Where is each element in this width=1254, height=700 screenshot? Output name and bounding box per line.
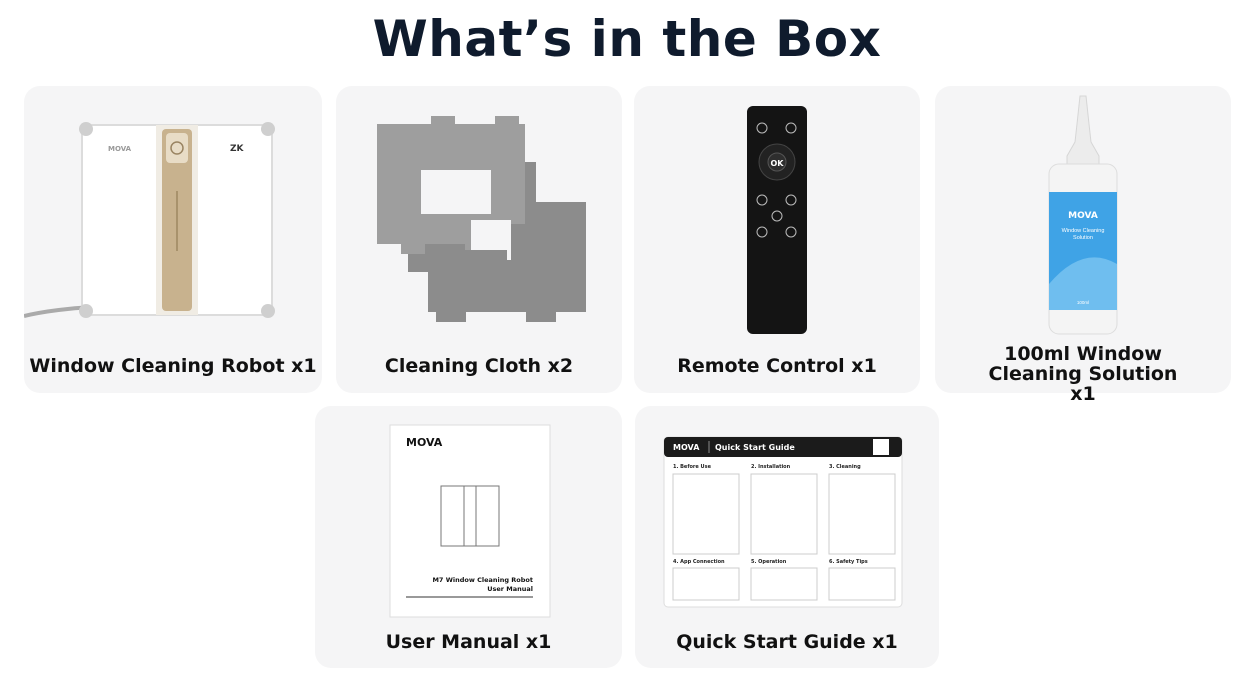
guide-section-3: 3. Cleaning xyxy=(829,464,861,470)
item-label-remote: Remote Control x1 xyxy=(677,355,877,377)
bottle-volume-text: 100ml xyxy=(1077,300,1089,305)
robot-brand-text: MOVA xyxy=(108,145,132,153)
item-card-solution: MOVA Window Cleaning Solution 100ml 100m… xyxy=(935,86,1231,404)
cleaning-solution-bottle-icon: MOVA Window Cleaning Solution 100ml xyxy=(1048,95,1118,335)
remote-ok-text: OK xyxy=(771,159,785,168)
item-label-cloth: Cleaning Cloth x2 xyxy=(384,355,574,377)
guide-section-2: 2. Installation xyxy=(751,464,791,470)
guide-section-4: 4. App Connection xyxy=(673,559,725,565)
window-cleaning-robot-icon: MOVA ZK xyxy=(24,122,275,318)
item-card-cloth: Cleaning Cloth x2 xyxy=(336,86,622,393)
guide-section-1: 1. Before Use xyxy=(673,464,712,470)
page-title: What’s in the Box xyxy=(372,10,882,68)
guide-brand-text: MOVA xyxy=(673,443,700,452)
guide-header-text: Quick Start Guide xyxy=(715,443,795,452)
quick-start-guide-icon: MOVA Quick Start Guide 1. Before Use 2. … xyxy=(663,436,903,608)
remote-control-icon: OK xyxy=(747,106,807,334)
manual-title-line2: User Manual xyxy=(487,585,533,593)
cleaning-cloth-icon xyxy=(377,116,586,322)
manual-brand-text: MOVA xyxy=(406,436,443,449)
guide-section-6: 6. Safety Tips xyxy=(829,559,868,565)
manual-title-line1: M7 Window Cleaning Robot xyxy=(432,576,533,584)
item-card-guide: MOVA Quick Start Guide 1. Before Use 2. … xyxy=(635,406,939,668)
item-label-guide: Quick Start Guide x1 xyxy=(676,631,898,653)
item-label-solution: 100ml Window Cleaning Solution x1 xyxy=(988,343,1178,405)
item-card-remote: OK Remote Control x1 xyxy=(634,86,920,393)
bottle-text-line1: Window Cleaning xyxy=(1062,228,1105,234)
item-card-manual: MOVA M7 Window Cleaning Robot User Manua… xyxy=(315,406,622,668)
item-label-manual: User Manual x1 xyxy=(385,631,552,653)
bottle-brand-text: MOVA xyxy=(1068,211,1098,221)
item-card-robot: MOVA ZK Window Cleaning Robot x1 xyxy=(24,86,322,393)
user-manual-icon: MOVA M7 Window Cleaning Robot User Manua… xyxy=(389,424,551,618)
item-label-robot: Window Cleaning Robot x1 xyxy=(29,355,317,377)
bottle-text-line2: Solution xyxy=(1073,235,1093,241)
svg-text:ZK: ZK xyxy=(230,144,245,154)
guide-section-5: 5. Operation xyxy=(751,559,787,565)
